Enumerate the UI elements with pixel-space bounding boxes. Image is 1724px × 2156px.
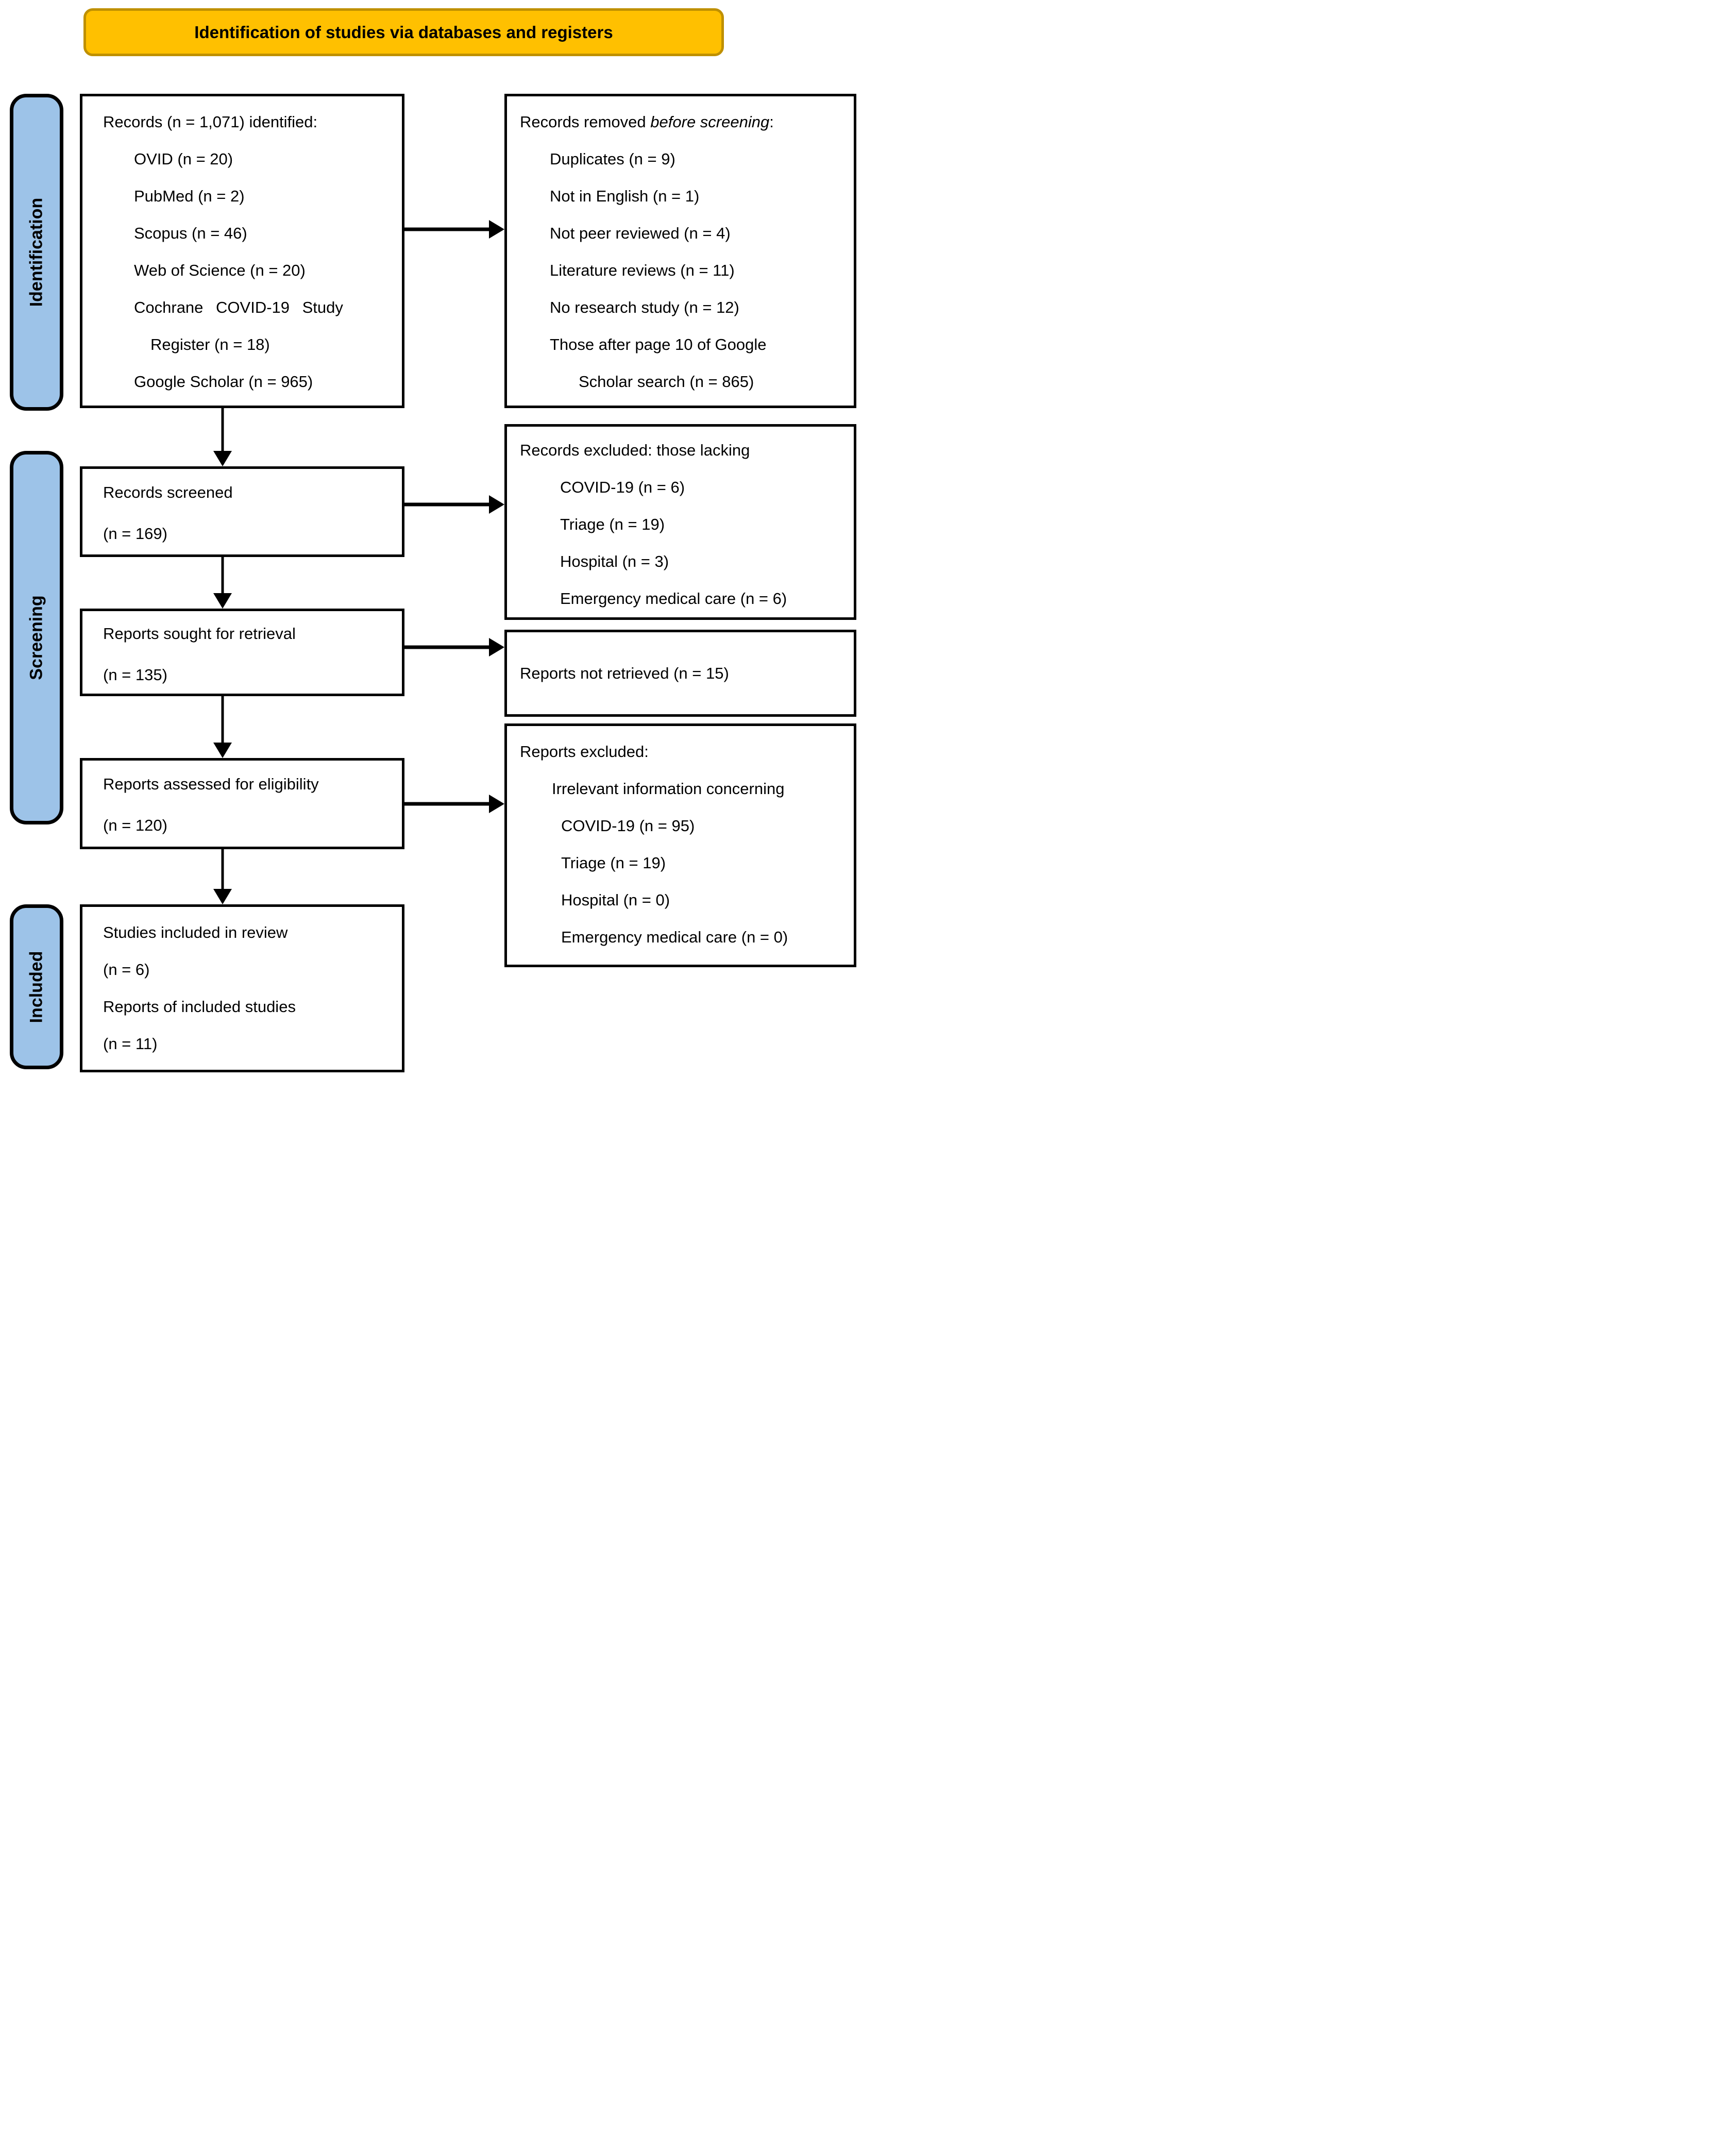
arrow-sought-to-assessed <box>213 696 232 758</box>
box-reports-excluded: Reports excluded: Irrelevant information… <box>504 723 856 967</box>
stage-label-identification: Identification <box>10 94 63 411</box>
removed-no-research-study: No research study (n = 12) <box>550 298 739 316</box>
reports-sought-count: (n = 135) <box>103 666 167 684</box>
records-excluded-covid19: COVID-19 (n = 6) <box>560 478 685 496</box>
box-records-screened: Records screened (n = 169) <box>80 466 404 557</box>
reports-not-retrieved-label: Reports not retrieved (n = 15) <box>520 664 729 682</box>
arrow-stem <box>221 696 224 744</box>
stage-label-screening: Screening <box>10 451 63 824</box>
arrow-right-icon <box>489 220 504 239</box>
box-records-excluded: Records excluded: those lacking COVID-19… <box>504 424 856 620</box>
title-banner-text: Identification of studies via databases … <box>194 22 613 42</box>
box-records-identified: Records (n = 1,071) identified: OVID (n … <box>80 94 404 408</box>
arrow-stem <box>404 227 491 231</box>
arrow-down-icon <box>213 451 232 466</box>
reports-excluded-triage: Triage (n = 19) <box>561 854 666 872</box>
studies-included-label: Studies included in review <box>103 923 288 941</box>
box-studies-included: Studies included in review (n = 6) Repor… <box>80 904 404 1072</box>
removed-not-peer-reviewed: Not peer reviewed (n = 4) <box>550 224 731 242</box>
reports-excluded-covid19: COVID-19 (n = 95) <box>561 817 695 835</box>
box-reports-not-retrieved: Reports not retrieved (n = 15) <box>504 630 856 717</box>
arrow-stem <box>404 502 491 507</box>
arrow-right-icon <box>489 795 504 813</box>
box-records-removed: Records removed before screening: Duplic… <box>504 94 856 408</box>
studies-included-count: (n = 6) <box>103 961 150 979</box>
removed-duplicates: Duplicates (n = 9) <box>550 150 675 168</box>
arrow-right-icon <box>489 638 504 656</box>
records-screened-count: (n = 169) <box>103 525 167 543</box>
arrow-down-icon <box>213 743 232 758</box>
arrow-screened-to-excluded <box>404 495 504 514</box>
arrow-stem <box>221 557 224 594</box>
source-ovid: OVID (n = 20) <box>134 150 233 168</box>
source-scopus: Scopus (n = 46) <box>134 224 247 242</box>
reports-sought-label: Reports sought for retrieval <box>103 625 296 643</box>
prisma-flow-diagram: Identification of studies via databases … <box>0 0 862 1078</box>
stage-label-screening-text: Screening <box>26 595 46 680</box>
source-cochrane-line-2: Register (n = 18) <box>150 335 270 353</box>
records-excluded-hospital: Hospital (n = 3) <box>560 552 669 570</box>
source-cochrane-line-1: Cochrane COVID-19 Study <box>134 298 343 316</box>
source-pubmed: PubMed (n = 2) <box>134 187 245 205</box>
arrow-stem <box>221 406 224 452</box>
records-identified-total: Records (n = 1,071) identified: <box>103 113 318 131</box>
stage-label-included: Included <box>10 904 63 1069</box>
arrow-stem <box>404 802 491 806</box>
arrow-assessed-to-reports-excluded <box>404 795 504 813</box>
reports-excluded-title: Reports excluded: <box>520 743 649 761</box>
reports-assessed-label: Reports assessed for eligibility <box>103 775 319 793</box>
removed-not-english: Not in English (n = 1) <box>550 187 700 205</box>
arrow-down-icon <box>213 889 232 904</box>
arrow-screened-to-sought <box>213 557 232 609</box>
removed-literature-reviews: Literature reviews (n = 11) <box>550 261 735 279</box>
records-removed-title: Records removed before screening: <box>520 104 850 141</box>
reports-assessed-count: (n = 120) <box>103 816 167 834</box>
records-excluded-title: Records excluded: those lacking <box>520 441 750 459</box>
arrow-assessed-to-included <box>213 849 232 904</box>
arrow-identified-to-screened <box>213 406 232 466</box>
removed-google-line-1: Those after page 10 of Google <box>550 335 767 353</box>
reports-included-label: Reports of included studies <box>103 998 296 1016</box>
records-excluded-emergency: Emergency medical care (n = 6) <box>560 589 787 608</box>
reports-excluded-subtitle: Irrelevant information concerning <box>552 780 785 798</box>
arrow-down-icon <box>213 593 232 609</box>
arrow-right-icon <box>489 495 504 514</box>
box-reports-sought: Reports sought for retrieval (n = 135) <box>80 609 404 696</box>
box-reports-assessed: Reports assessed for eligibility (n = 12… <box>80 758 404 849</box>
arrow-stem <box>221 849 224 890</box>
reports-excluded-emergency: Emergency medical care (n = 0) <box>561 928 788 946</box>
records-excluded-triage: Triage (n = 19) <box>560 515 665 533</box>
arrow-identified-to-removed <box>404 220 504 239</box>
arrow-stem <box>404 645 491 649</box>
arrow-sought-to-not-retrieved <box>404 638 504 656</box>
records-removed-title-prefix: Records removed <box>520 113 651 131</box>
source-web-of-science: Web of Science (n = 20) <box>134 261 306 279</box>
records-screened-label: Records screened <box>103 483 233 501</box>
stage-label-included-text: Included <box>26 951 46 1023</box>
stage-label-identification-text: Identification <box>26 197 46 307</box>
records-removed-title-italic: before screening <box>650 113 770 131</box>
title-banner: Identification of studies via databases … <box>83 8 724 56</box>
records-removed-title-suffix: : <box>769 113 774 131</box>
source-google-scholar: Google Scholar (n = 965) <box>134 373 313 391</box>
reports-included-count: (n = 11) <box>103 1035 158 1053</box>
removed-google-line-2: Scholar search (n = 865) <box>579 373 754 391</box>
reports-excluded-hospital: Hospital (n = 0) <box>561 891 670 909</box>
